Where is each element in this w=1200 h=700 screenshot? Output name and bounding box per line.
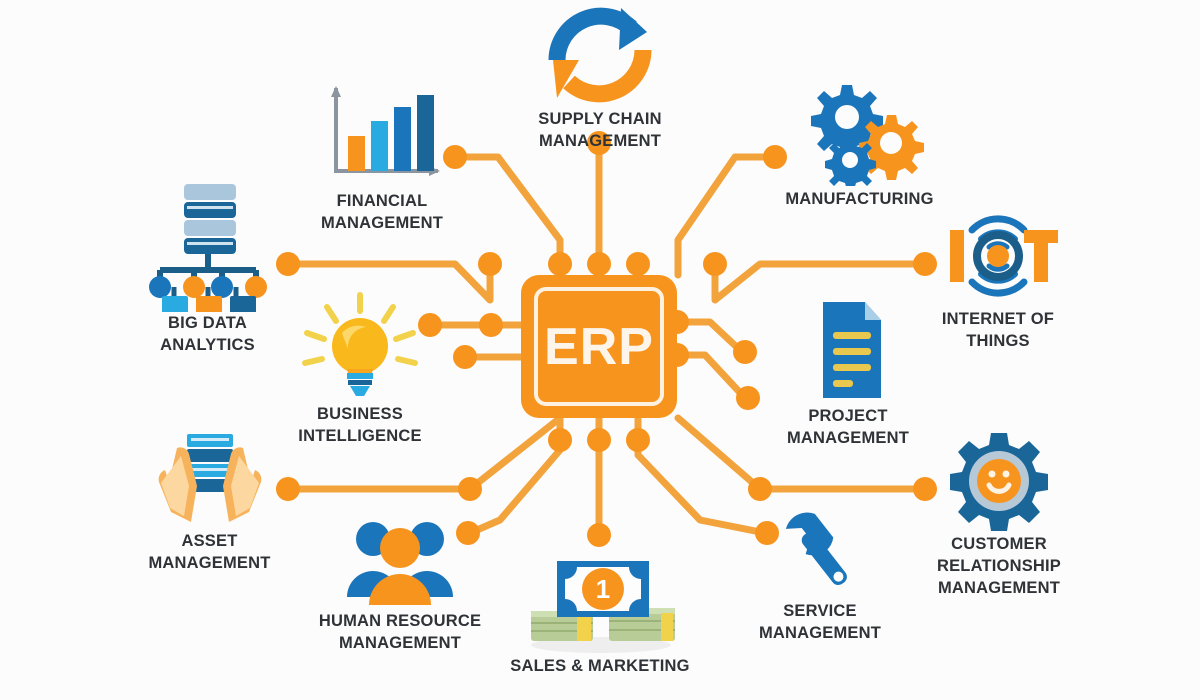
module-customer-relationship-management[interactable]: CUSTOMER RELATIONSHIP MANAGEMENT: [905, 428, 1093, 599]
chip-border: ERP: [534, 287, 664, 406]
people-group-icon: [300, 512, 500, 610]
money-banknote-icon: 1: [480, 550, 720, 655]
module-label-sales-and-marketing: SALES & MARKETING: [510, 657, 690, 675]
module-label-service-management: SERVICE MANAGEMENT: [758, 602, 882, 643]
wrench-icon: [730, 505, 910, 600]
cycle-arrows-icon: [510, 0, 690, 108]
module-label-customer-relationship-management: CUSTOMER RELATIONSHIP MANAGEMENT: [936, 535, 1061, 598]
module-label-business-intelligence: BUSINESS INTELLIGENCE: [298, 405, 422, 446]
document-icon: [758, 295, 938, 405]
module-manufacturing[interactable]: MANUFACTURING: [752, 78, 967, 210]
module-big-data-analytics[interactable]: BIG DATA ANALYTICS: [120, 182, 295, 356]
module-sales-and-marketing[interactable]: 1 SALES & MARKETING: [480, 550, 720, 677]
module-financial-management[interactable]: FINANCIAL MANAGEMENT: [292, 80, 472, 234]
module-internet-of-things[interactable]: INTERNET OF THINGS: [908, 200, 1088, 352]
module-label-internet-of-things: INTERNET OF THINGS: [941, 310, 1055, 351]
erp-title: ERP: [544, 317, 654, 376]
module-supply-chain-management[interactable]: SUPPLY CHAIN MANAGEMENT: [510, 0, 690, 152]
iot-logo-icon: [908, 200, 1088, 308]
bar-chart-icon: [292, 80, 472, 190]
gears-icon: [752, 78, 967, 188]
module-human-resource-management[interactable]: HUMAN RESOURCE MANAGEMENT: [300, 512, 500, 654]
module-label-supply-chain-management: SUPPLY CHAIN MANAGEMENT: [538, 110, 662, 151]
module-project-management[interactable]: PROJECT MANAGEMENT: [758, 295, 938, 449]
database-hierarchy-icon: [120, 182, 295, 312]
erp-center-chip[interactable]: ERP: [521, 275, 677, 418]
module-label-asset-management: ASSET MANAGEMENT: [148, 532, 271, 573]
gear-smiley-icon: [905, 428, 1093, 533]
module-label-financial-management: FINANCIAL MANAGEMENT: [320, 192, 444, 233]
module-service-management[interactable]: SERVICE MANAGEMENT: [730, 505, 910, 644]
banknote-value: 1: [595, 574, 609, 604]
module-asset-management[interactable]: ASSET MANAGEMENT: [122, 425, 297, 574]
module-label-big-data-analytics: BIG DATA ANALYTICS: [160, 314, 255, 355]
chip-body: [521, 275, 677, 418]
hands-server-icon: [122, 425, 297, 530]
module-business-intelligence[interactable]: BUSINESS INTELLIGENCE: [270, 288, 450, 447]
module-label-manufacturing: MANUFACTURING: [785, 190, 934, 208]
module-label-project-management: PROJECT MANAGEMENT: [786, 407, 910, 448]
lightbulb-icon: [270, 288, 450, 403]
module-label-human-resource-management: HUMAN RESOURCE MANAGEMENT: [318, 612, 482, 653]
